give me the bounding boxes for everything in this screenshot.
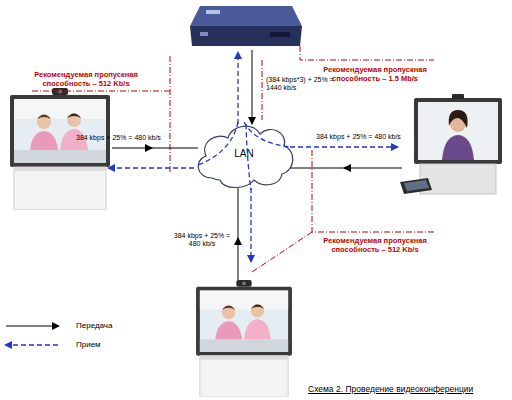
touch-screen bbox=[404, 180, 429, 191]
figure-caption: Схема 2. Проведение видеоконференции bbox=[308, 384, 473, 394]
transmit-line bbox=[238, 188, 239, 240]
mcu-front bbox=[190, 26, 302, 46]
screen-bezel bbox=[414, 98, 502, 164]
endpoint-left bbox=[10, 88, 110, 210]
person-hair bbox=[449, 110, 468, 128]
leader-line bbox=[262, 46, 434, 120]
screen bbox=[418, 102, 498, 160]
legend-label: Прием bbox=[76, 340, 101, 349]
transmit-arrow bbox=[238, 238, 239, 280]
mcu-logo bbox=[206, 10, 220, 14]
mcu-led bbox=[200, 32, 208, 36]
transmit-arrow bbox=[344, 168, 402, 169]
legend-line bbox=[6, 326, 52, 327]
transmit-arrow bbox=[112, 148, 152, 149]
lan-cloud: LAN bbox=[190, 116, 298, 190]
receive-arrow bbox=[250, 188, 251, 262]
endpoint-right bbox=[400, 94, 502, 194]
legend-arrowhead bbox=[4, 341, 12, 349]
rate-formula: (384 kbps*3) + 25% = 1440 kb/s bbox=[266, 76, 342, 93]
transmit-line bbox=[290, 168, 346, 169]
legend-sample bbox=[4, 321, 64, 331]
legend-label: Передача bbox=[76, 321, 112, 330]
receive-arrow bbox=[290, 146, 398, 147]
receive-arrow bbox=[237, 52, 238, 124]
legend-sample bbox=[4, 340, 64, 350]
mcu-device bbox=[190, 6, 302, 46]
legend-line bbox=[12, 344, 58, 345]
rate-formula: 384 kbps + 25% = 480 kb/s bbox=[170, 232, 234, 249]
camera bbox=[452, 94, 464, 99]
legend-arrowhead bbox=[52, 322, 60, 330]
rate-formula: 384 kbps + 25% = 480 kb/s bbox=[316, 133, 420, 141]
rate-formula: 384 kbps + 25% = 480 kb/s bbox=[76, 134, 180, 142]
endpoint-bottom bbox=[196, 280, 292, 397]
transmit-line bbox=[150, 148, 198, 149]
transmit-arrow bbox=[252, 50, 253, 124]
touch-panel bbox=[400, 178, 432, 194]
person-body bbox=[442, 135, 474, 160]
mcu-port bbox=[270, 32, 290, 37]
bandwidth-note: Рекомендуемая пропускная способность – 5… bbox=[28, 70, 144, 88]
mcu-top bbox=[190, 6, 302, 26]
receive-arrow bbox=[108, 167, 194, 168]
node-label: LAN bbox=[190, 116, 298, 190]
bandwidth-note: Рекомендуемая пропускная способность – 5… bbox=[316, 236, 434, 254]
